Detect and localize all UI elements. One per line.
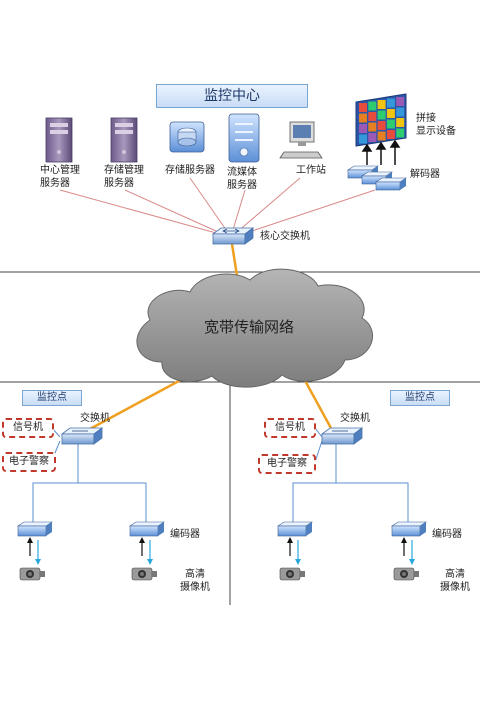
video-wall-cell bbox=[377, 131, 386, 141]
video-wall-cell bbox=[359, 113, 367, 123]
video-wall-cell bbox=[377, 100, 386, 109]
video-wall-cell bbox=[359, 134, 367, 144]
server-tower-icon bbox=[110, 117, 138, 163]
signal-arrows bbox=[401, 537, 415, 565]
video-wall-cell bbox=[368, 122, 377, 132]
video-wall-cell bbox=[368, 101, 377, 111]
video-wall-cell bbox=[396, 128, 405, 138]
workstation-icon bbox=[279, 121, 323, 159]
device-label: 工作站 bbox=[296, 165, 326, 176]
signal-arrows bbox=[27, 537, 41, 565]
signal-arrows bbox=[287, 537, 301, 565]
video-wall-cell bbox=[359, 103, 367, 112]
device-label: 流媒体 服务器 bbox=[227, 167, 257, 191]
camera-icon bbox=[131, 567, 157, 581]
video-wall-icon bbox=[355, 93, 407, 147]
camera-label: 高清 摄像机 bbox=[440, 569, 470, 593]
police-box: 电子警察 bbox=[2, 452, 56, 472]
camera-icon bbox=[279, 567, 305, 581]
device-label: 存储服务器 bbox=[165, 165, 215, 176]
switch-icon bbox=[211, 227, 255, 245]
signal-arrows bbox=[139, 537, 153, 565]
core-switch-label: 核心交换机 bbox=[260, 231, 310, 242]
video-wall-cell bbox=[368, 133, 377, 142]
signal-box: 信号机 bbox=[264, 418, 316, 438]
lan-links bbox=[32, 427, 409, 522]
police-box: 电子警察 bbox=[258, 454, 316, 474]
encoder-icon bbox=[277, 521, 313, 537]
video-wall-cell bbox=[359, 124, 367, 133]
decoder-icon bbox=[347, 165, 407, 191]
video-wall-cell bbox=[396, 118, 405, 127]
storage-server-icon bbox=[169, 121, 205, 153]
video-wall-cell bbox=[377, 110, 386, 120]
camera-icon bbox=[393, 567, 419, 581]
video-wall-label: 拼接 显示设备 bbox=[416, 113, 456, 137]
device-label: 存储管理 服务器 bbox=[104, 165, 144, 189]
site-title: 监控点 bbox=[22, 390, 82, 406]
site-title: 监控点 bbox=[390, 390, 450, 406]
video-wall-cell bbox=[377, 121, 386, 130]
decoder-label: 解码器 bbox=[410, 169, 440, 180]
switch-label: 交换机 bbox=[340, 413, 370, 424]
center-links bbox=[59, 177, 376, 237]
video-wall-cell bbox=[396, 107, 405, 117]
camera-label: 高清 摄像机 bbox=[180, 569, 210, 593]
server-tower-icon bbox=[45, 117, 73, 163]
encoder-icon bbox=[129, 521, 165, 537]
video-wall-cell bbox=[386, 130, 395, 139]
switch-icon bbox=[320, 427, 364, 445]
switch-icon bbox=[60, 427, 104, 445]
video-wall-cell bbox=[386, 109, 395, 118]
encoder-icon bbox=[391, 521, 427, 537]
streaming-server-icon bbox=[228, 113, 260, 163]
device-label: 中心管理 服务器 bbox=[40, 165, 80, 189]
video-wall-cell bbox=[386, 119, 395, 129]
camera-icon bbox=[19, 567, 45, 581]
network-label: 宽带传输网络 bbox=[204, 318, 295, 336]
switch-label: 交换机 bbox=[80, 413, 110, 424]
encoder-label: 编码器 bbox=[170, 529, 200, 540]
cloud-icon bbox=[136, 268, 373, 388]
video-wall-cell bbox=[368, 112, 377, 121]
video-wall-cell bbox=[396, 97, 405, 106]
signal-box: 信号机 bbox=[2, 418, 54, 438]
encoder-label: 编码器 bbox=[432, 529, 462, 540]
encoder-icon bbox=[17, 521, 53, 537]
decoder-arrows bbox=[361, 139, 401, 165]
video-wall-cell bbox=[386, 98, 395, 108]
center-title: 监控中心 bbox=[156, 84, 308, 108]
